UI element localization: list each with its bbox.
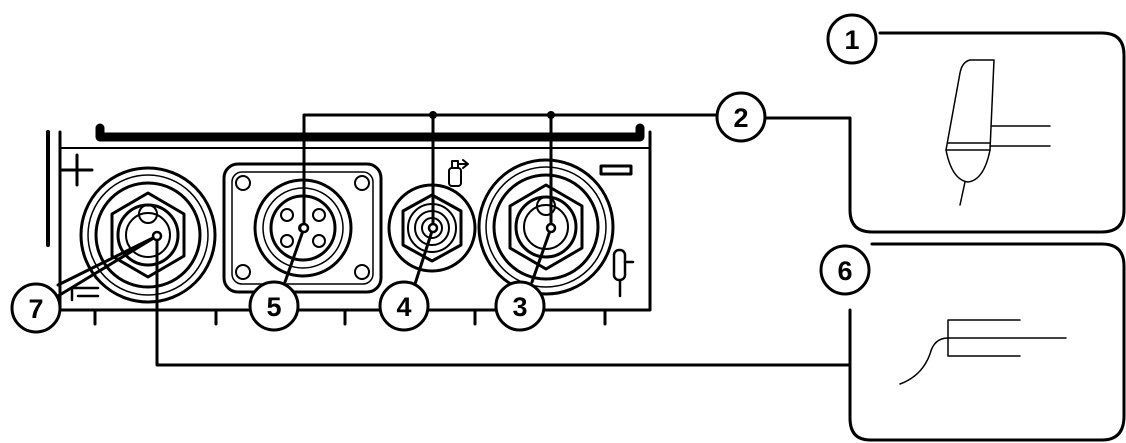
plus-terminal-icon	[60, 153, 94, 187]
mig-torch-icon	[945, 59, 1051, 206]
callout-label-2: 2	[733, 103, 748, 133]
minus-terminal-icon	[599, 164, 633, 176]
negative-socket	[477, 158, 615, 296]
gas-bottle-icon	[448, 159, 469, 187]
leader-lines	[56, 113, 852, 367]
callout-circle-2	[715, 91, 767, 143]
callout-circle-3	[494, 280, 546, 332]
electrode-holder-icon	[899, 319, 1067, 385]
callout-label-1: 1	[844, 25, 859, 55]
callout-circle-1	[826, 13, 878, 65]
callout-circle-7	[10, 282, 62, 334]
callout-label-5: 5	[266, 292, 281, 322]
callout-circle-4	[378, 280, 430, 332]
callout-circle-5	[248, 280, 300, 332]
callout-circle-6	[819, 244, 871, 296]
callout-label-6: 6	[837, 256, 852, 286]
mig-torch-panel	[848, 31, 1126, 234]
callout-label-4: 4	[396, 292, 411, 322]
callout-label-3: 3	[512, 292, 527, 322]
electrode-holder-panel	[848, 242, 1126, 442]
ground-clamp-icon	[70, 286, 100, 302]
callout-label-7: 7	[28, 294, 43, 324]
positive-socket	[79, 166, 217, 304]
torch-hanger-icon	[612, 248, 635, 298]
